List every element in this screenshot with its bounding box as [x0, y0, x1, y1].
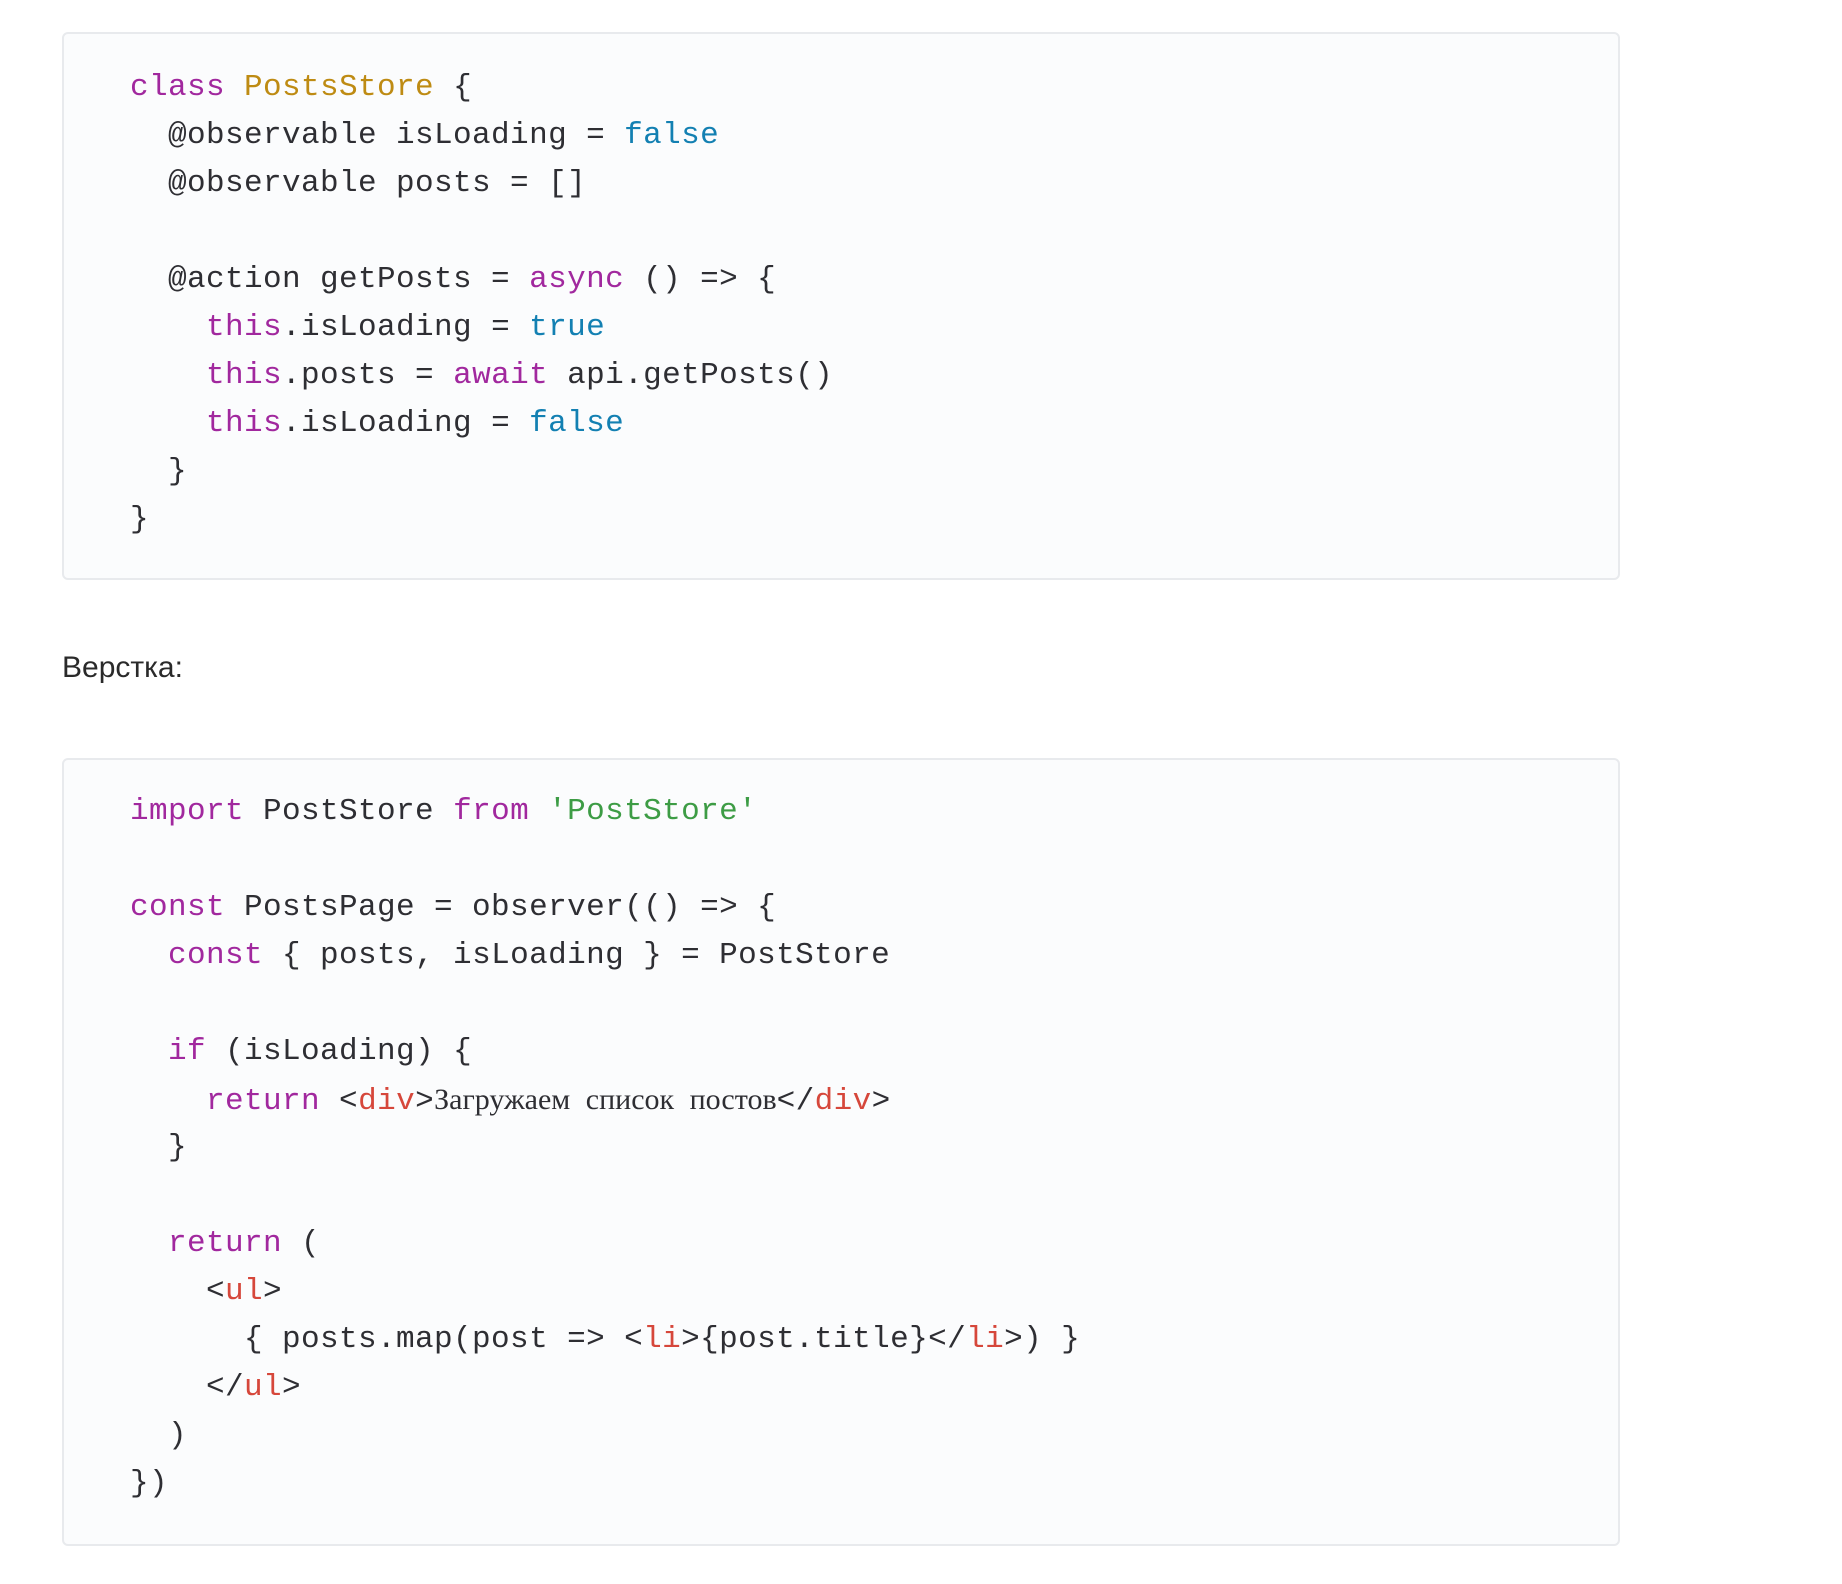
code-line [130, 836, 1618, 884]
code-token: } [130, 502, 150, 537]
code-token: ( [282, 1226, 321, 1261]
code-line [130, 980, 1618, 1028]
code-token: li [966, 1322, 1005, 1357]
code-token: .isLoading = [282, 406, 530, 441]
code-token [529, 794, 548, 829]
code-token: < [130, 1274, 226, 1309]
code-token: { posts.map(post => < [130, 1322, 644, 1357]
code-token: const [168, 938, 264, 973]
code-token: div [814, 1084, 872, 1119]
code-token: false [624, 118, 720, 153]
code-block-posts-page: import PostStore from 'PostStore' const P… [62, 758, 1620, 1546]
code-token [130, 1226, 168, 1261]
code-token: { [434, 70, 473, 105]
code-token: this [206, 358, 283, 393]
code-token: 'PostStore' [548, 794, 758, 829]
code-line [130, 208, 1618, 256]
code-token: }) [130, 1466, 169, 1501]
code-token: from [453, 794, 530, 829]
code-token [130, 406, 206, 441]
code-token: ul [244, 1370, 283, 1405]
code-token: return [206, 1084, 321, 1119]
code-token: if [168, 1034, 207, 1069]
code-token: >{post.title}</ [681, 1322, 967, 1357]
code-block-posts-store: class PostsStore { @observable isLoading… [62, 32, 1620, 580]
section-caption: Верстка: [62, 651, 183, 684]
code-token: await [453, 358, 549, 393]
code-token: return [168, 1226, 283, 1261]
code-line: @observable posts = [] [130, 160, 1618, 208]
code-token [130, 1084, 206, 1119]
code-line: }) [130, 1460, 1618, 1508]
code-token: class [130, 70, 226, 105]
code-token: PostsStore [244, 70, 435, 105]
code-line: } [130, 496, 1618, 544]
code-token: .posts = [282, 358, 454, 393]
code-line: </ul> [130, 1364, 1618, 1412]
code-line: import PostStore from 'PostStore' [130, 788, 1618, 836]
code-token [130, 310, 206, 345]
code-token: @observable posts = [] [130, 166, 587, 201]
code-token: > [415, 1084, 435, 1119]
code-token [130, 358, 206, 393]
code-token: false [529, 406, 625, 441]
code-token: () => { [624, 262, 777, 297]
code-token: api.getPosts() [548, 358, 834, 393]
code-line: if (isLoading) { [130, 1028, 1618, 1076]
code-line: class PostsStore { [130, 64, 1618, 112]
code-line: return <div>Загружаем список постов</div… [130, 1076, 1618, 1124]
code-token: import [130, 794, 245, 829]
code-token: PostStore [244, 794, 454, 829]
code-line: } [130, 1124, 1618, 1172]
code-token: .isLoading = [282, 310, 530, 345]
code-line: const PostsPage = observer(() => { [130, 884, 1618, 932]
code-token: > [263, 1274, 283, 1309]
code-line: this.isLoading = false [130, 400, 1618, 448]
code-token: this [206, 406, 283, 441]
code-line: } [130, 448, 1618, 496]
code-token: > [282, 1370, 302, 1405]
code-token: </ [130, 1370, 245, 1405]
code-token: Загружаем список постов [434, 1083, 777, 1116]
code-token: this [206, 310, 283, 345]
code-token: li [643, 1322, 682, 1357]
code-token: @observable isLoading = [130, 118, 625, 153]
code-token: >) } [1004, 1322, 1081, 1357]
code-line: @observable isLoading = false [130, 112, 1618, 160]
code-line: return ( [130, 1220, 1618, 1268]
code-line [130, 1172, 1618, 1220]
code-token: @action getPosts = [130, 262, 530, 297]
code-token: true [529, 310, 606, 345]
code-line: <ul> [130, 1268, 1618, 1316]
code-token: } [130, 454, 188, 489]
code-token: </ [776, 1084, 815, 1119]
code-line: ) [130, 1412, 1618, 1460]
code-line: this.isLoading = true [130, 304, 1618, 352]
code-line: this.posts = await api.getPosts() [130, 352, 1618, 400]
code-token [130, 1034, 168, 1069]
code-token: const [130, 890, 226, 925]
code-line: { posts.map(post => <li>{post.title}</li… [130, 1316, 1618, 1364]
code-token: async [529, 262, 625, 297]
code-token: < [320, 1084, 359, 1119]
code-token [130, 938, 168, 973]
code-token: } [130, 1130, 188, 1165]
code-token: PostsPage = observer(() => { [225, 890, 777, 925]
code-token: (isLoading) { [206, 1034, 473, 1069]
code-token [225, 70, 244, 105]
code-line: @action getPosts = async () => { [130, 256, 1618, 304]
code-line: const { posts, isLoading } = PostStore [130, 932, 1618, 980]
code-token: ) [130, 1418, 188, 1453]
code-token: div [358, 1084, 416, 1119]
code-token: { posts, isLoading } = PostStore [263, 938, 891, 973]
code-token: > [871, 1084, 891, 1119]
code-token: ul [225, 1274, 264, 1309]
